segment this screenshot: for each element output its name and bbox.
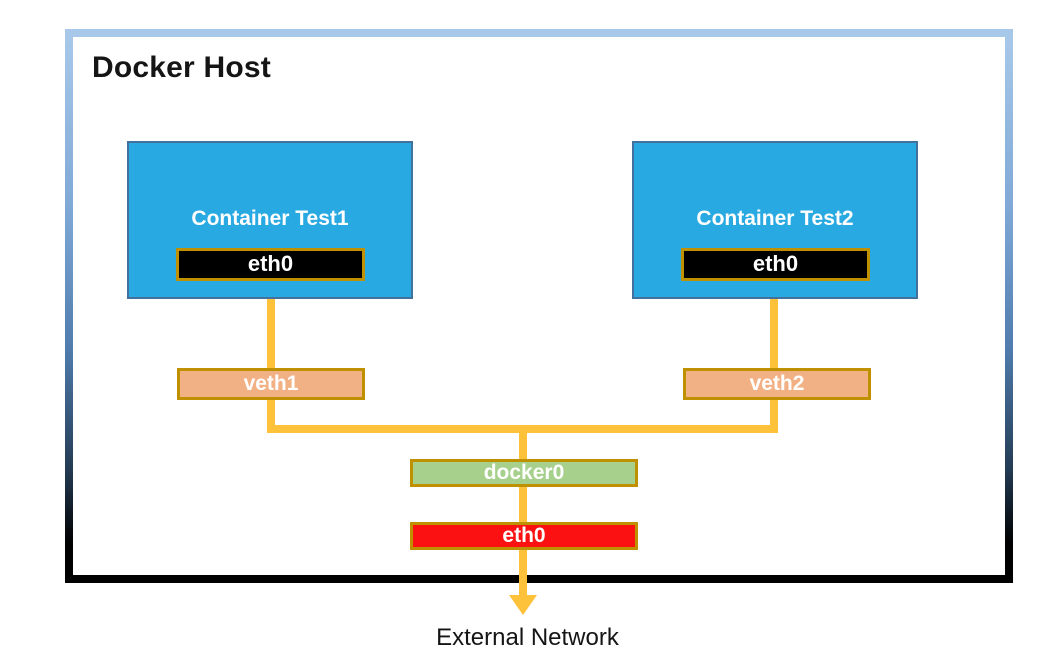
container-test2-eth0-box: eth0 [681,248,870,281]
host-eth0-box: eth0 [410,522,638,550]
docker0-bridge-box: docker0 [410,459,638,487]
docker-host-box [65,29,1013,583]
veth2-box: veth2 [683,368,871,400]
external-network-label: External Network [436,624,619,651]
veth1-box: veth1 [177,368,365,400]
container-test2-box: Container Test2 eth0 [632,141,918,299]
container-test1-box: Container Test1 eth0 [127,141,413,299]
diagram-title: Docker Host [92,51,271,84]
container-test1-eth0-box: eth0 [176,248,365,281]
connector-bridge-line [519,425,527,597]
connector-container2-line [770,281,778,433]
container-test2-label: Container Test2 [696,207,854,230]
container-test1-label: Container Test1 [191,207,349,230]
connector-container1-line [267,281,275,433]
external-network-arrow-icon [509,595,537,615]
